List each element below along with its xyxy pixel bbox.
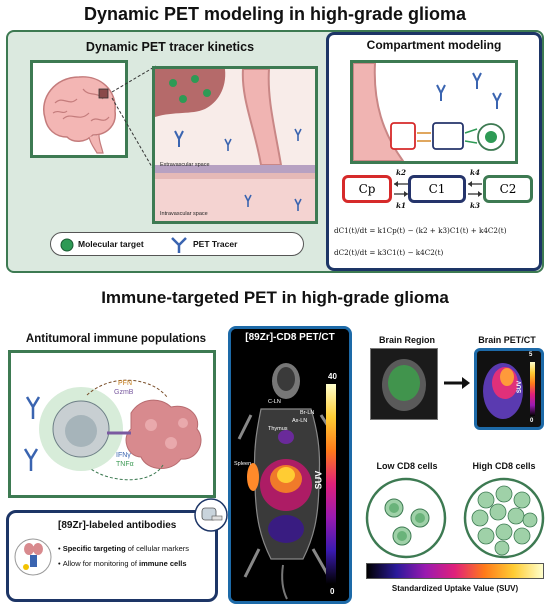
immune-title: Antitumoral immune populations	[25, 333, 207, 345]
organ-thymus: Thymus	[268, 426, 288, 432]
low-cd8-circle	[365, 477, 447, 559]
top-title: Dynamic PET modeling in high-grade gliom…	[83, 4, 467, 24]
brain-illustration	[43, 76, 116, 154]
brain-region-image	[370, 348, 438, 420]
suv-legend-label: Standardized Uptake Value (SUV)	[391, 584, 519, 593]
tumor-region-marker	[98, 88, 109, 99]
compartment-c2: C2	[483, 175, 533, 203]
bullet-1: • Specific targeting of cellular markers	[58, 544, 190, 553]
compartment-illustration	[353, 63, 505, 161]
organ-spleen: Spleen	[234, 461, 252, 467]
c2-label: C2	[499, 182, 517, 196]
brain-suv-colorbar	[530, 362, 535, 416]
brain-petct-image	[474, 348, 544, 430]
compartment-illustration-box	[350, 60, 518, 164]
bullet-1-rest: of cellular markers	[125, 544, 190, 553]
brain-scale-unit: SUV	[517, 380, 524, 394]
scale-max: 40	[328, 372, 337, 381]
antibodies-title: [89Zr]-labeled antibodies	[58, 520, 177, 531]
legend-pet-tracer: PET Tracer	[193, 239, 238, 249]
suv-horizontal-colorbar	[366, 563, 544, 579]
organ-cln: C-LN	[268, 399, 281, 405]
equation-1: dC1(t)/dt = k1Cp(t) − (k2 + k3)C1(t) + k…	[334, 226, 507, 235]
suv-colorbar	[326, 384, 336, 584]
ifng-label: IFNγ	[116, 452, 131, 459]
bottom-title: Immune-targeted PET in high-grade glioma	[101, 288, 449, 307]
c1-label: C1	[428, 182, 446, 196]
rate-k1: k1	[396, 201, 406, 210]
gzmb-label: GzmB	[114, 389, 134, 396]
organ-axln: Ax-LN	[292, 418, 308, 424]
compartment-title: Compartment modeling	[366, 38, 502, 52]
rate-k2: k2	[396, 168, 406, 177]
immune-illustration	[23, 379, 202, 481]
scale-unit: SUV	[313, 470, 324, 490]
scale-min: 0	[330, 587, 335, 596]
tissue-box	[152, 66, 318, 224]
high-cd8-title: High CD8 cells	[472, 461, 536, 471]
tnfa-label: TNFα	[116, 461, 134, 468]
equation-2: dC2(t)/dt = k3C1(t) − k4C2(t)	[334, 248, 444, 257]
pfn-label: PFN	[118, 380, 132, 387]
arrow-right-icon	[444, 377, 470, 389]
rate-arrows	[394, 181, 482, 197]
immune-box	[8, 350, 216, 498]
brain-petct-title: Brain PET/CT	[478, 335, 536, 345]
bullet-2-rest: Allow for monitoring of	[62, 559, 140, 568]
high-cd8-circle	[463, 477, 545, 559]
bullet-1-bold: Specific targeting	[62, 544, 126, 553]
brain-region-title: Brain Region	[378, 335, 435, 345]
legend-molecular-target: Molecular target	[78, 239, 144, 249]
brain-scale-min: 0	[530, 418, 534, 424]
zoom-lines	[111, 65, 157, 175]
pet-ct-title: [89Zr]-CD8 PET/CT	[245, 332, 335, 343]
tissue-illustration	[155, 69, 315, 221]
compartment-c1: C1	[408, 175, 466, 203]
extravascular-label: Extravascular space	[160, 162, 210, 168]
antibody-tracer-icon	[14, 538, 52, 576]
compartment-cp: Cp	[342, 175, 392, 203]
organ-brln: Br-LN	[300, 410, 315, 416]
pet-scanner-icon	[194, 498, 228, 532]
intravascular-label: Intravascular space	[160, 211, 208, 217]
rate-k3: k3	[470, 201, 480, 210]
bullet-2: • Allow for monitoring of immune cells	[58, 559, 187, 568]
molecular-target-icon	[60, 238, 74, 252]
cp-label: Cp	[358, 182, 376, 196]
brain-scale-max: 5	[529, 352, 533, 358]
pet-tracer-icon	[171, 237, 187, 253]
low-cd8-title: Low CD8 cells	[376, 461, 438, 471]
bullet-2-bold: immune cells	[139, 559, 187, 568]
rate-k4: k4	[470, 168, 480, 177]
kinetics-title: Dynamic PET tracer kinetics	[85, 40, 255, 54]
